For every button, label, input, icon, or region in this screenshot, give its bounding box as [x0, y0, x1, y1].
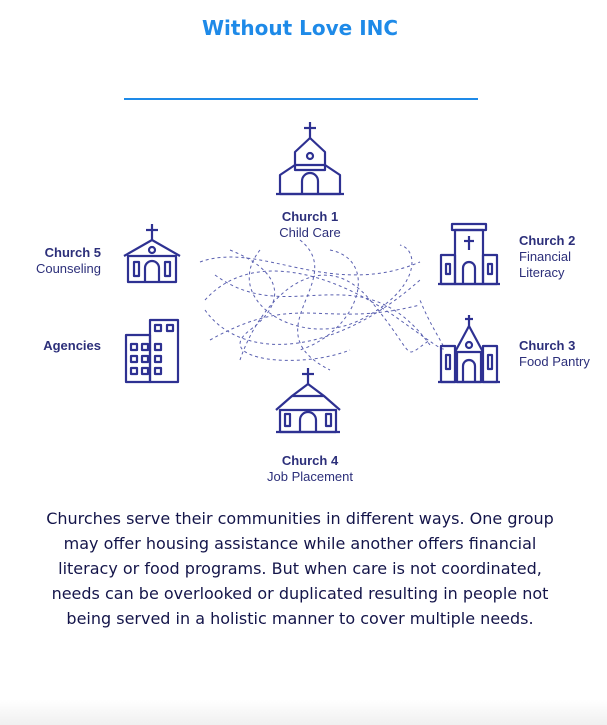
agencies-name: Agencies	[43, 338, 101, 353]
church-5-label: Church 5 Counseling	[10, 245, 101, 277]
description-text: Churches serve their communities in diff…	[46, 509, 554, 628]
page-title: Without Love INC	[201, 16, 399, 40]
agencies-label: Agencies	[10, 338, 101, 354]
church-4-name: Church 4	[281, 453, 339, 468]
church-3-service: Food Pantry	[519, 354, 590, 369]
church-5-service: Counseling	[35, 261, 101, 276]
church-1-name: Church 1	[281, 209, 339, 224]
church-1-service: Child Care	[279, 225, 341, 240]
church-4-service: Job Placement	[267, 469, 353, 484]
church-1-label: Church 1 Child Care	[262, 209, 358, 241]
tangled-connections	[199, 239, 445, 371]
bottom-fade	[0, 700, 607, 725]
agencies-icon	[124, 318, 180, 384]
church-2-service-line1: Financial	[519, 249, 572, 264]
church-2-label: Church 2 Financial Literacy	[519, 233, 604, 281]
church-2-icon	[438, 222, 500, 286]
church-3-name: Church 3	[519, 338, 576, 353]
title-underline	[124, 98, 478, 100]
church-1-icon	[276, 122, 344, 196]
church-5-name: Church 5	[44, 245, 101, 260]
church-3-label: Church 3 Food Pantry	[519, 338, 604, 370]
diagram-canvas	[123, 122, 500, 434]
church-2-service-line2: Literacy	[519, 265, 565, 280]
church-5-icon	[123, 224, 181, 284]
church-3-icon	[438, 315, 500, 384]
church-4-label: Church 4 Job Placement	[250, 453, 370, 485]
church-4-icon	[275, 368, 341, 434]
church-2-name: Church 2	[519, 233, 576, 248]
